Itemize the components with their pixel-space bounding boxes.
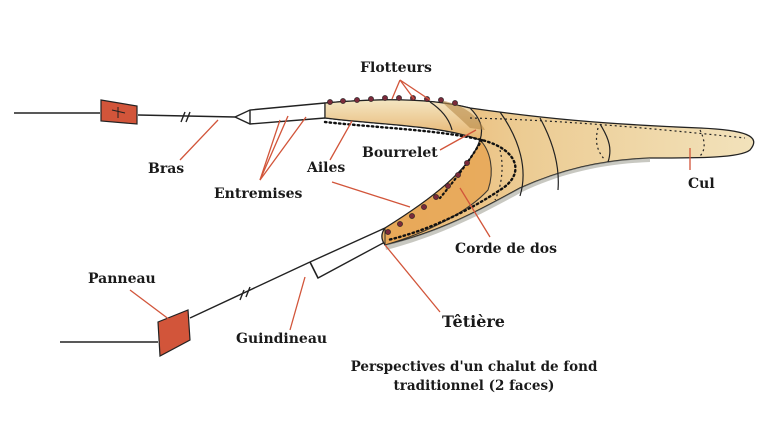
leader-lines — [129, 79, 691, 331]
label-bras: Bras — [148, 161, 184, 177]
label-corde-de-dos: Corde de dos — [455, 241, 557, 257]
net-body — [324, 99, 755, 250]
caption-line-2: traditionnel (2 faces) — [394, 378, 555, 394]
label-ailes: Ailes — [306, 160, 345, 176]
label-tetiere: Têtière — [442, 312, 505, 331]
label-flotteurs: Flotteurs — [360, 60, 432, 76]
caption-line-1: Perspectives d'un chalut de fond — [351, 359, 598, 375]
upper-otter-board — [100, 99, 138, 125]
label-entremises: Entremises — [214, 186, 303, 202]
lower-warp-cable — [60, 227, 386, 343]
footrope — [323, 120, 517, 242]
label-guindineau: Guindineau — [236, 331, 327, 347]
label-bourrelet: Bourrelet — [362, 145, 438, 161]
label-panneau: Panneau — [88, 271, 156, 287]
upper-warp-cable — [14, 111, 236, 123]
label-cul: Cul — [688, 176, 715, 192]
upper-spreader — [234, 102, 326, 125]
lower-otter-board — [157, 309, 191, 357]
